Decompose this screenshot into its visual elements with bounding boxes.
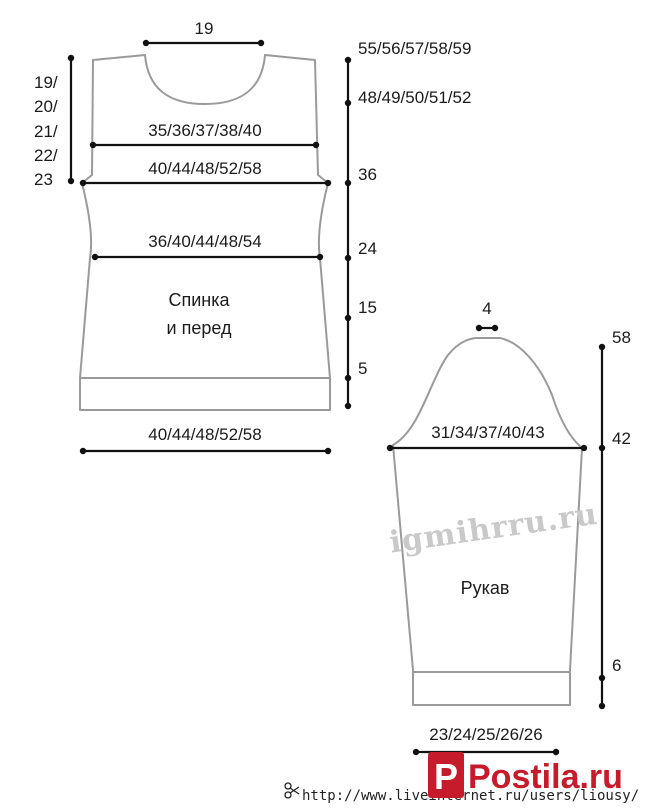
scissors-icon bbox=[284, 782, 300, 799]
neck-width-dot-left bbox=[142, 39, 150, 47]
shoulder-width-dot-right bbox=[312, 141, 320, 149]
chest-width-dot-right bbox=[324, 179, 332, 187]
body-height-dot-5 bbox=[344, 314, 352, 322]
sleeve-cuff-width-label: 23/24/25/26/26 bbox=[429, 725, 542, 744]
bottom-width-label: 40/44/48/52/58 bbox=[148, 425, 261, 444]
neck-width-label: 19 bbox=[195, 19, 214, 38]
bottom-width-dot-left bbox=[79, 447, 87, 455]
sleeve-outline bbox=[392, 337, 583, 706]
armhole-depth-label-1: 19/ bbox=[34, 73, 58, 92]
shoulder-width-label: 35/36/37/38/40 bbox=[148, 121, 261, 140]
postila-logo-letter: P bbox=[434, 756, 458, 797]
body-piece-label-line2: и перед bbox=[167, 318, 232, 338]
postila-logo: P Postila.ru bbox=[428, 752, 623, 798]
sleeve-height-dot-1 bbox=[598, 343, 606, 351]
body-height-label-5: 15 bbox=[358, 298, 377, 317]
armhole-depth-dot-top bbox=[67, 54, 75, 62]
postila-logo-mark bbox=[428, 752, 464, 798]
chest-width-label: 40/44/48/52/58 bbox=[148, 159, 261, 178]
sleeve-cap-dot-right bbox=[491, 324, 499, 332]
body-height-dot-2 bbox=[344, 99, 352, 107]
sleeve-upper-width-dot-right bbox=[580, 444, 588, 452]
armhole-depth-label-5: 23 bbox=[34, 170, 53, 189]
body-height-label-3: 36 bbox=[358, 165, 377, 184]
body-height-dot-7 bbox=[344, 402, 352, 410]
shoulder-width-dot-left bbox=[89, 141, 97, 149]
sleeve-upper-width-dot-left bbox=[386, 444, 394, 452]
watermark-text: igmihrru.ru bbox=[387, 497, 600, 561]
waist-width-dot-right bbox=[316, 253, 324, 261]
body-height-label-4: 24 bbox=[358, 239, 377, 258]
body-height-label-1: 55/56/57/58/59 bbox=[358, 39, 471, 58]
footer: http://www.liveinternet.ru/users/liousy/… bbox=[284, 752, 639, 804]
sleeve-height-label-3: 6 bbox=[612, 656, 621, 675]
waist-width-label: 36/40/44/48/54 bbox=[148, 232, 261, 251]
bottom-width-dot-right bbox=[324, 447, 332, 455]
sleeve-cuff-width-dot-left bbox=[412, 748, 420, 756]
chest-width-dot-left bbox=[79, 179, 87, 187]
body-piece-label-line1: Спинка bbox=[168, 290, 230, 310]
sleeve-height-dot-3 bbox=[598, 674, 606, 682]
sleeve-piece-label: Рукав bbox=[461, 578, 510, 598]
body-height-label-6: 5 bbox=[358, 359, 367, 378]
sleeve-height-label-1: 58 bbox=[612, 328, 631, 347]
footer-url: http://www.liveinternet.ru/users/liousy/ bbox=[302, 788, 639, 804]
sleeve-height-dot-4 bbox=[598, 702, 606, 710]
armhole-depth-label-3: 21/ bbox=[34, 122, 58, 141]
sleeve-cap-dot-left bbox=[475, 324, 483, 332]
sleeve-cuff-width-dot-right bbox=[552, 748, 560, 756]
body-height-dot-1 bbox=[344, 56, 352, 64]
waist-width-dot-left bbox=[91, 253, 99, 261]
body-height-dot-3 bbox=[344, 179, 352, 187]
body-height-dot-4 bbox=[344, 254, 352, 262]
postila-logo-text: Postila.ru bbox=[468, 758, 623, 796]
body-height-label-2: 48/49/50/51/52 bbox=[358, 88, 471, 107]
sleeve-height-label-2: 42 bbox=[612, 429, 631, 448]
armhole-depth-label-4: 22/ bbox=[34, 146, 58, 165]
sleeve-upper-width-label: 31/34/37/40/43 bbox=[431, 423, 544, 442]
armhole-depth-dot-bottom bbox=[67, 177, 75, 185]
armhole-depth-label-2: 20/ bbox=[34, 97, 58, 116]
sleeve-piece: 4 31/34/37/40/43 Рукав 23/24/25/26/26 58… bbox=[386, 299, 631, 756]
sleeve-cap-label: 4 bbox=[482, 299, 491, 318]
body-height-dot-6 bbox=[344, 374, 352, 382]
body-piece: 19 19/ 20/ 21/ 22/ 23 35/36/37/38/40 40/… bbox=[34, 19, 471, 455]
sleeve-height-dot-2 bbox=[598, 444, 606, 452]
neck-width-dot-right bbox=[257, 39, 265, 47]
